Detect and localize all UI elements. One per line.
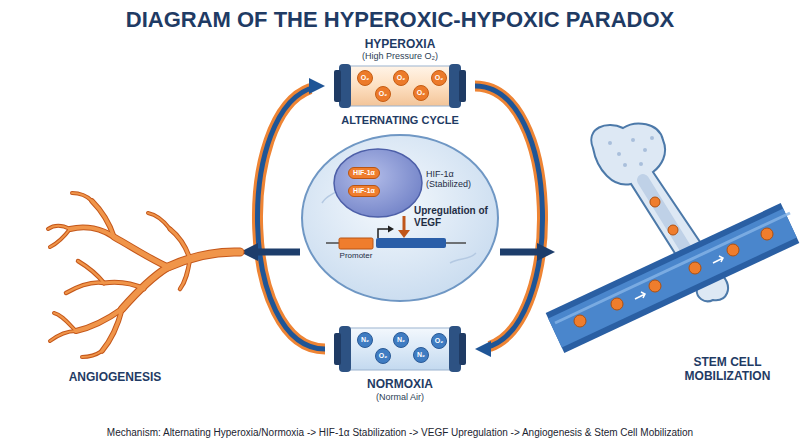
chamber-heading: NORMOXIA <box>325 378 475 392</box>
text-holder: O₂ <box>391 73 411 83</box>
gas-molecule-label: O₂ <box>429 73 449 83</box>
text-holder: O₂ <box>429 336 449 346</box>
stem-cell-illustration: STEM CELL MOBILIZATION <box>555 118 790 390</box>
gas-molecule-label: O₂ <box>429 336 449 346</box>
chamber-subheading: (Normal Air) <box>325 392 475 402</box>
text-holder: DIAGRAM OF THE HYPEROXIC-HYPOXIC PARADOX <box>0 7 800 32</box>
effect-arrow <box>240 249 300 256</box>
text-holder: NORMOXIA <box>325 378 475 392</box>
gene-note: Upregulation of VEGF <box>414 205 496 228</box>
stem-cell-illustration-drawing <box>555 118 790 390</box>
cell-body-drawing <box>300 133 500 303</box>
gas-molecule-label: O₂ <box>411 88 431 98</box>
text-holder: ANGIOGENESIS <box>40 371 190 385</box>
promoter-box: Promoter <box>336 238 376 262</box>
text-holder: O₂ <box>429 73 449 83</box>
chamber-heading: HYPEROXIA <box>325 38 475 52</box>
protein-note: HIF-1α (Stabilized) <box>426 169 484 190</box>
text-holder: Mechanism: Alternating Hyperoxia/Normoxi… <box>0 427 800 439</box>
chamber-subheading: (High Pressure O₂) <box>325 51 475 61</box>
text-holder: N₂ <box>355 335 375 345</box>
promoter-label: Promoter <box>336 251 376 260</box>
text-holder: Upregulation of VEGF <box>414 205 496 228</box>
gas-molecule-label: N₂ <box>411 350 431 360</box>
text-holder: O₂ <box>373 89 393 99</box>
text-holder: HYPEROXIA <box>325 38 475 52</box>
angiogenesis-vessels: ANGIOGENESIS <box>40 185 240 390</box>
angiogenesis-vessels-drawing <box>40 185 240 390</box>
outcome-label: STEM CELL MOBILIZATION <box>670 356 785 384</box>
gas-molecule-label: O₂ <box>373 351 393 361</box>
text-holder: O₂ <box>355 73 375 83</box>
gas-molecule-label: O₂ <box>391 73 411 83</box>
gas-molecule-label: N₂ <box>355 335 375 345</box>
diagram-caption: Mechanism: Alternating Hyperoxia/Normoxi… <box>0 427 800 439</box>
gas-molecule-label: O₂ <box>373 89 393 99</box>
gas-molecule-label: N₂ <box>391 335 411 345</box>
protein-label: HIF-1α <box>349 168 379 178</box>
text-holder: N₂ <box>391 335 411 345</box>
hif-protein: HIF-1α <box>348 167 380 179</box>
text-holder: ALTERNATING CYCLE <box>325 114 475 127</box>
text-holder: HIF-1α <box>349 186 379 196</box>
diagram-title: DIAGRAM OF THE HYPEROXIC-HYPOXIC PARADOX <box>0 7 800 32</box>
text-holder: (High Pressure O₂) <box>325 51 475 61</box>
outcome-label: ANGIOGENESIS <box>40 371 190 385</box>
cycle-label: ALTERNATING CYCLE <box>325 114 475 127</box>
cell-body: HIF-1α (Stabilized) Upregulation of VEGF H… <box>300 133 500 303</box>
text-holder: N₂ <box>411 350 431 360</box>
text-holder: HIF-1α <box>349 168 379 178</box>
text-holder: O₂ <box>411 88 431 98</box>
text-holder: HIF-1α (Stabilized) <box>426 169 484 190</box>
gas-molecule-label: O₂ <box>355 73 375 83</box>
text-holder: Promoter <box>336 251 376 260</box>
text-holder: O₂ <box>373 351 393 361</box>
effect-arrow <box>500 249 555 256</box>
hif-protein: HIF-1α <box>348 185 380 197</box>
text-holder: (Normal Air) <box>325 392 475 402</box>
protein-label: HIF-1α <box>349 186 379 196</box>
text-holder: STEM CELL MOBILIZATION <box>670 356 785 384</box>
